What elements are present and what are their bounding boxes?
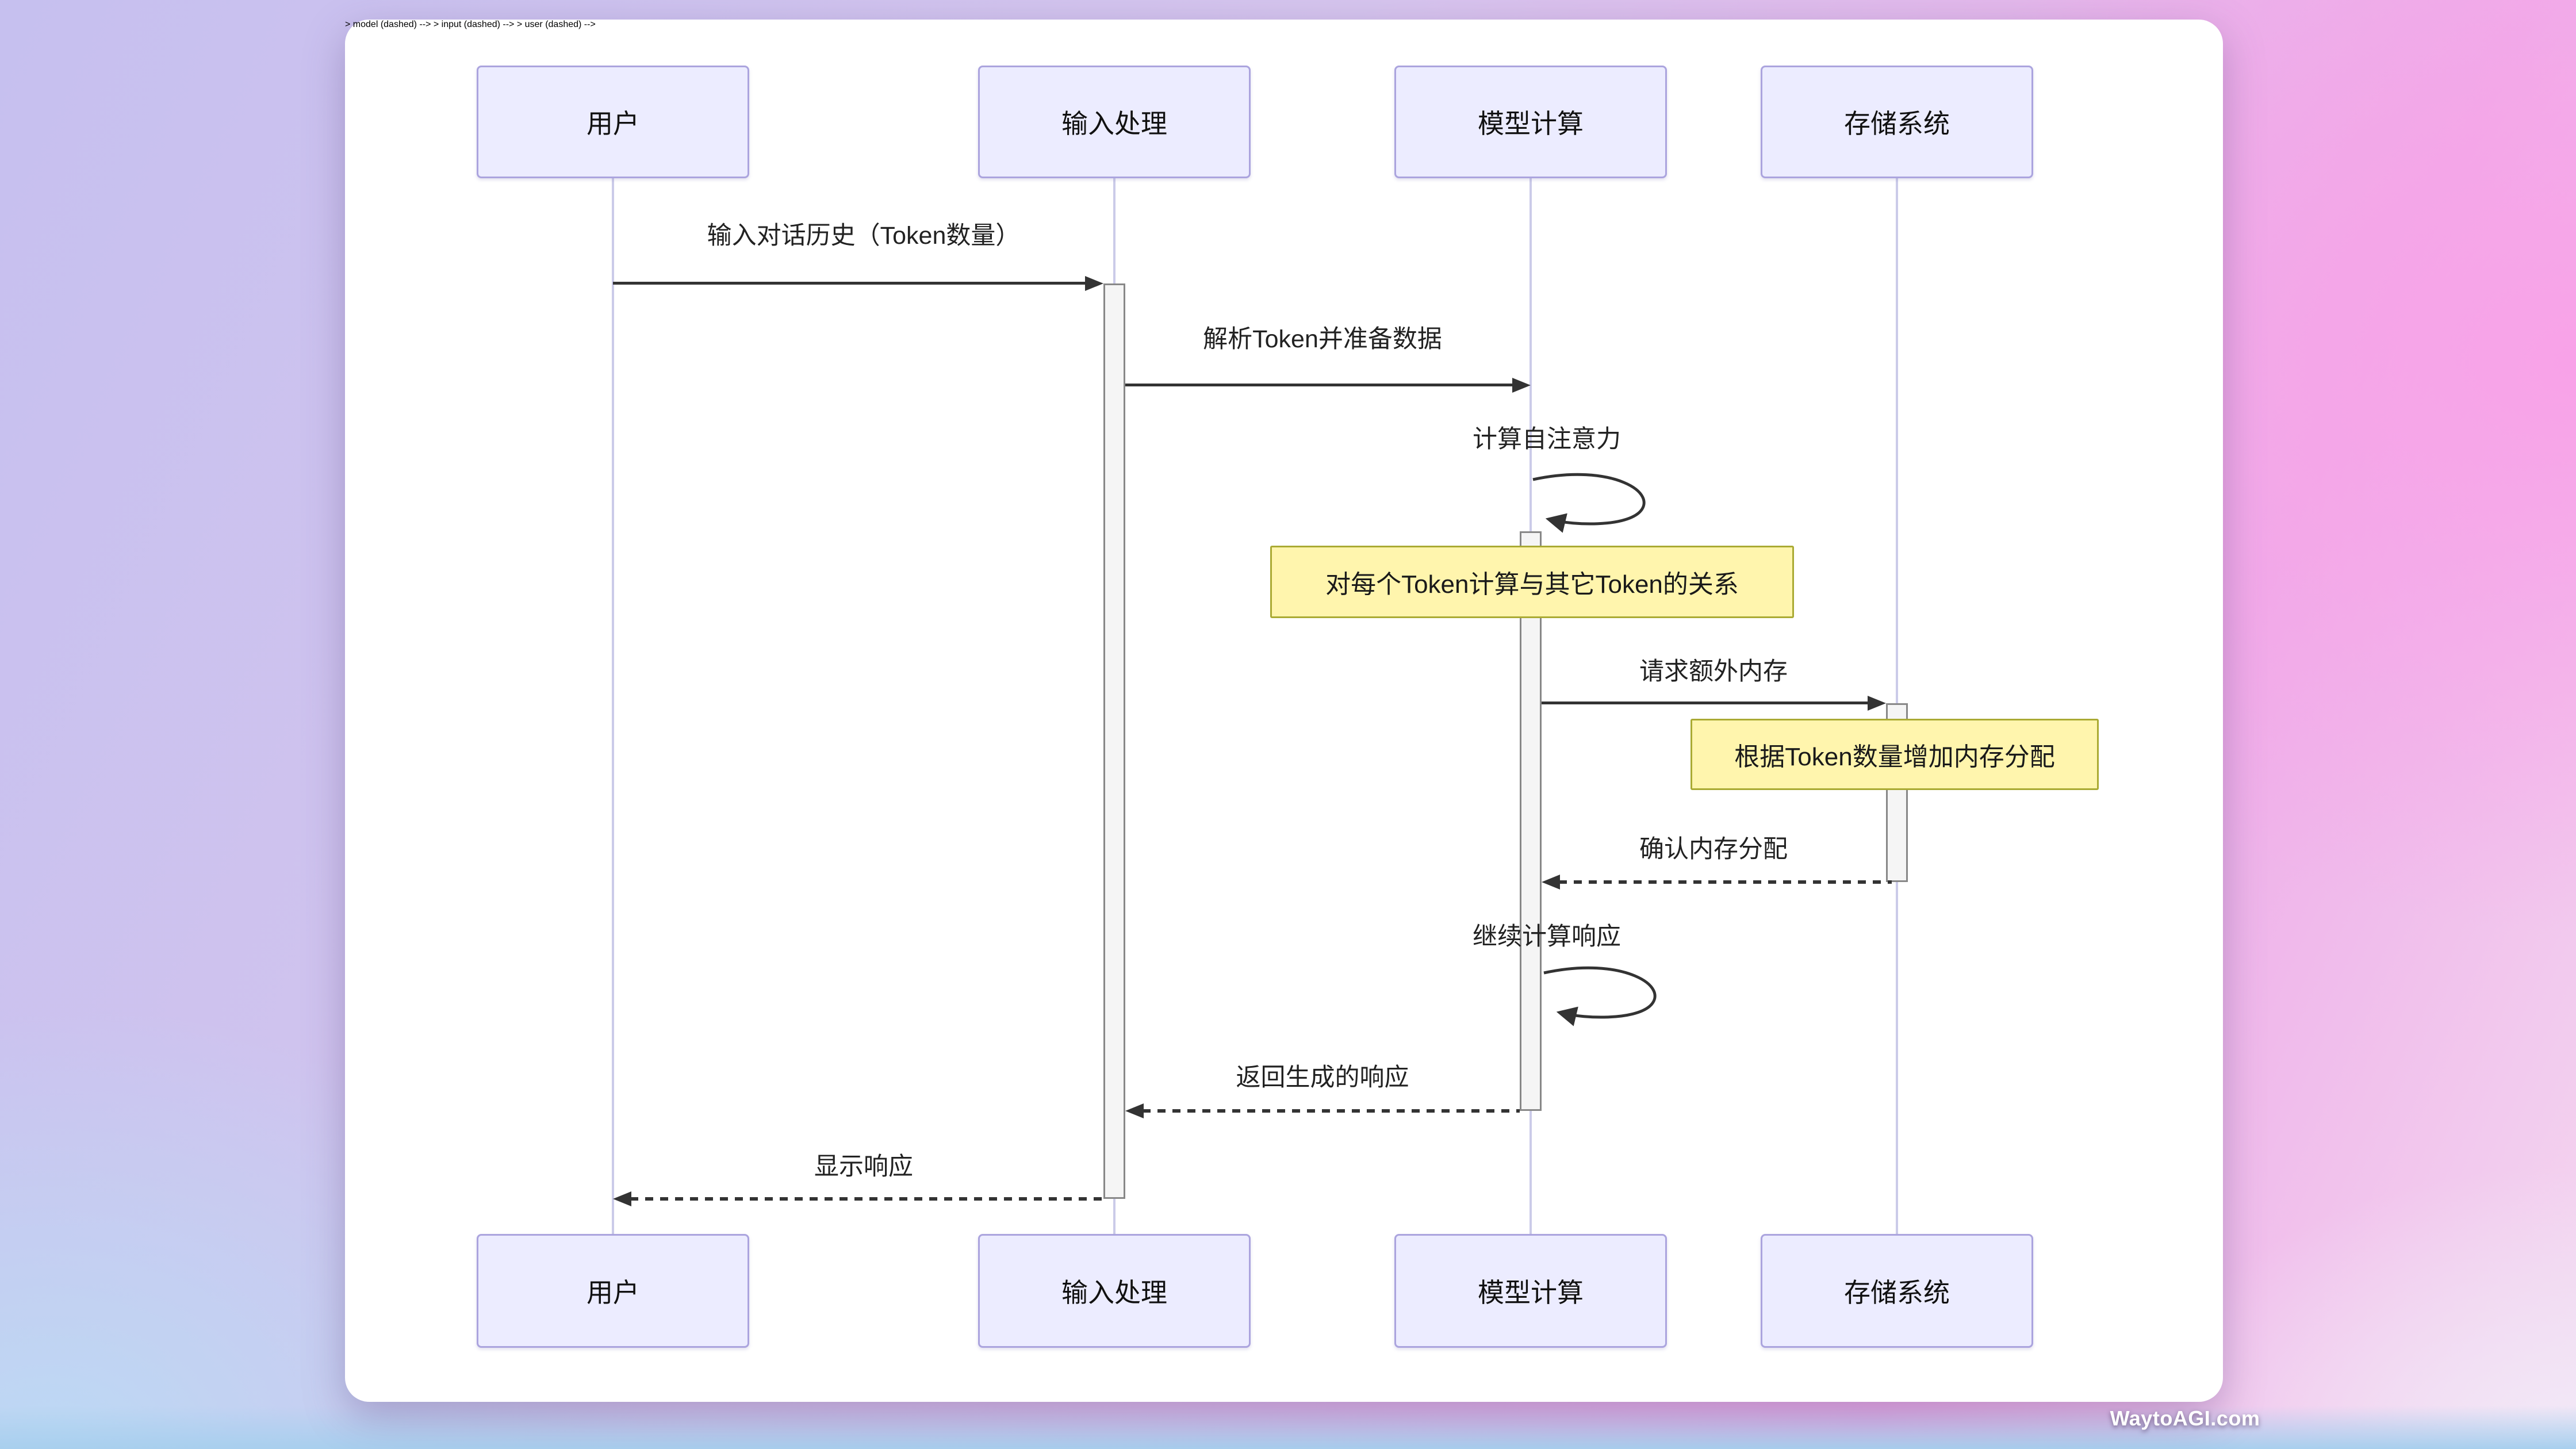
actor-model-bottom: 模型计算	[1394, 1234, 1667, 1348]
note-over-model: 对每个Token计算与其它Token的关系	[1270, 546, 1794, 618]
message-line-1	[613, 282, 1086, 285]
actor-input-bottom: 输入处理	[978, 1234, 1251, 1348]
actor-storage-bottom: 存储系统	[1761, 1234, 2033, 1348]
actor-storage-label: 存储系统	[1844, 109, 1950, 139]
message-line-5	[1559, 880, 1892, 884]
message-label-8: 显示响应	[814, 1153, 913, 1180]
message-label-1: 输入对话历史（Token数量）	[707, 222, 1021, 250]
actor-user-bottom: 用户	[477, 1234, 749, 1348]
self-loop-arrow-icon	[1543, 966, 1657, 1026]
actor-user-label: 用户	[586, 1278, 639, 1308]
actor-model-label: 模型计算	[1478, 1278, 1584, 1308]
arrowhead-left-icon	[1542, 875, 1560, 890]
message-label-3: 计算自注意力	[1473, 425, 1621, 453]
actor-user-top: 用户	[477, 66, 749, 178]
message-line-8	[630, 1197, 1103, 1201]
actor-input-top: 输入处理	[978, 66, 1251, 178]
message-line-4	[1542, 702, 1869, 704]
actor-input-label: 输入处理	[1061, 1278, 1167, 1308]
message-line-7	[1143, 1109, 1520, 1113]
message-label-2: 解析Token并准备数据	[1203, 325, 1442, 353]
self-loop-arrow-icon	[1532, 473, 1646, 533]
arrowhead-right-icon	[1512, 378, 1531, 393]
actor-storage-top: 存储系统	[1761, 66, 2033, 178]
diagram-card: 用户 输入处理 模型计算 存储系统 用户 输入处理 模型计算 存储系统 对每个T…	[345, 20, 2223, 1402]
message-label-7: 返回生成的响应	[1236, 1064, 1409, 1091]
message-line-2	[1125, 384, 1513, 386]
actor-model-top: 模型计算	[1394, 66, 1667, 178]
arrowhead-right-icon	[1868, 696, 1886, 711]
arrowhead-right-icon	[1085, 276, 1103, 291]
actor-input-label: 输入处理	[1061, 109, 1167, 139]
actor-user-label: 用户	[586, 109, 639, 139]
arrowhead-left-icon	[613, 1191, 631, 1206]
actor-model-label: 模型计算	[1478, 109, 1584, 139]
message-label-4: 请求额外内存	[1639, 658, 1788, 685]
activation-model	[1520, 531, 1542, 1111]
note-over-storage: 根据Token数量增加内存分配	[1690, 719, 2099, 790]
actor-storage-label: 存储系统	[1844, 1278, 1950, 1308]
message-label-5: 确认内存分配	[1639, 835, 1788, 863]
lifeline-user	[612, 178, 614, 1234]
note-over-model-text: 对每个Token计算与其它Token的关系	[1325, 570, 1739, 599]
message-label-6: 继续计算响应	[1473, 923, 1621, 950]
activation-input	[1103, 283, 1125, 1199]
note-over-storage-text: 根据Token数量增加内存分配	[1734, 743, 2055, 771]
arrowhead-left-icon	[1125, 1103, 1144, 1118]
watermark: WaytoAGI.com	[2110, 1406, 2260, 1430]
